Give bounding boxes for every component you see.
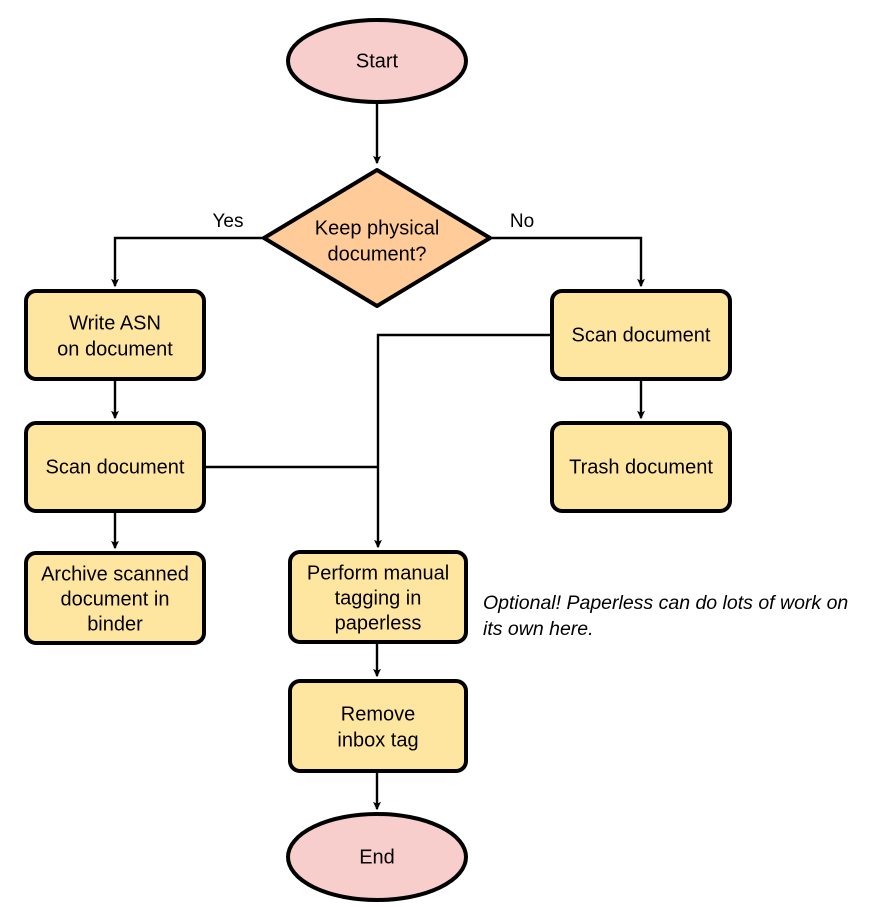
optional-note-line-1: Optional! Paperless can do lots of work … xyxy=(483,592,848,614)
trash-document-label: Trash document xyxy=(569,456,713,478)
edge-decision-to-write-asn xyxy=(111,236,264,288)
trash-document-box[interactable] xyxy=(550,421,732,513)
manual-tagging-label-line-1: Perform manual xyxy=(307,562,449,584)
start-label: Start xyxy=(356,50,399,72)
edge-layer xyxy=(111,102,645,811)
manual-tagging-label-line-3: paperless xyxy=(335,612,422,634)
scan-document-right-label: Scan document xyxy=(572,324,711,346)
write-asn-box[interactable] xyxy=(24,289,206,381)
remove-inbox-tag-box[interactable] xyxy=(288,679,468,773)
decision-label-line-1: Keep physical xyxy=(315,217,440,239)
start-ellipse[interactable] xyxy=(286,18,468,104)
node-write-asn[interactable]: Write ASN on document xyxy=(24,289,206,381)
node-remove-inbox-tag[interactable]: Remove inbox tag xyxy=(288,679,468,773)
archive-binder-label-line-1: Archive scanned xyxy=(41,563,189,585)
write-asn-label-line-1: Write ASN xyxy=(69,312,161,334)
edge-label-no: No xyxy=(510,211,534,232)
edge-label-layer: Yes No xyxy=(213,211,535,232)
manual-tagging-label-line-2: tagging in xyxy=(335,587,422,609)
node-scan-document-right[interactable]: Scan document xyxy=(550,289,732,381)
end-label: End xyxy=(359,846,395,868)
decision-label-line-2: document? xyxy=(328,243,427,265)
node-start[interactable]: Start xyxy=(286,18,468,104)
node-archive-binder[interactable]: Archive scanned document in binder xyxy=(24,551,206,645)
edge-decision-to-scan-right xyxy=(490,236,645,288)
scan-document-right-box[interactable] xyxy=(550,289,732,381)
write-asn-label-line-2: on document xyxy=(57,338,173,360)
edge-scan-right-to-tagging xyxy=(374,333,552,549)
manual-tagging-box[interactable] xyxy=(288,550,468,644)
archive-binder-label-line-2: document in xyxy=(61,588,170,610)
scan-document-left-label: Scan document xyxy=(46,456,185,478)
node-trash-document[interactable]: Trash document xyxy=(550,421,732,513)
node-manual-tagging[interactable]: Perform manual tagging in paperless xyxy=(288,550,468,644)
node-scan-document-left[interactable]: Scan document xyxy=(24,421,206,513)
optional-note: Optional! Paperless can do lots of work … xyxy=(483,592,848,640)
node-keep-physical-document[interactable]: Keep physical document? xyxy=(262,168,492,308)
scan-document-left-box[interactable] xyxy=(24,421,206,513)
decision-diamond[interactable] xyxy=(262,168,492,308)
archive-binder-label-line-3: binder xyxy=(87,613,143,635)
end-ellipse[interactable] xyxy=(286,812,468,902)
remove-inbox-tag-label-line-2: inbox tag xyxy=(337,729,418,751)
edge-label-yes: Yes xyxy=(213,211,244,232)
optional-note-line-2: its own here. xyxy=(483,618,594,640)
remove-inbox-tag-label-line-1: Remove xyxy=(341,703,415,725)
archive-binder-box[interactable] xyxy=(24,551,206,645)
node-end[interactable]: End xyxy=(286,812,468,902)
